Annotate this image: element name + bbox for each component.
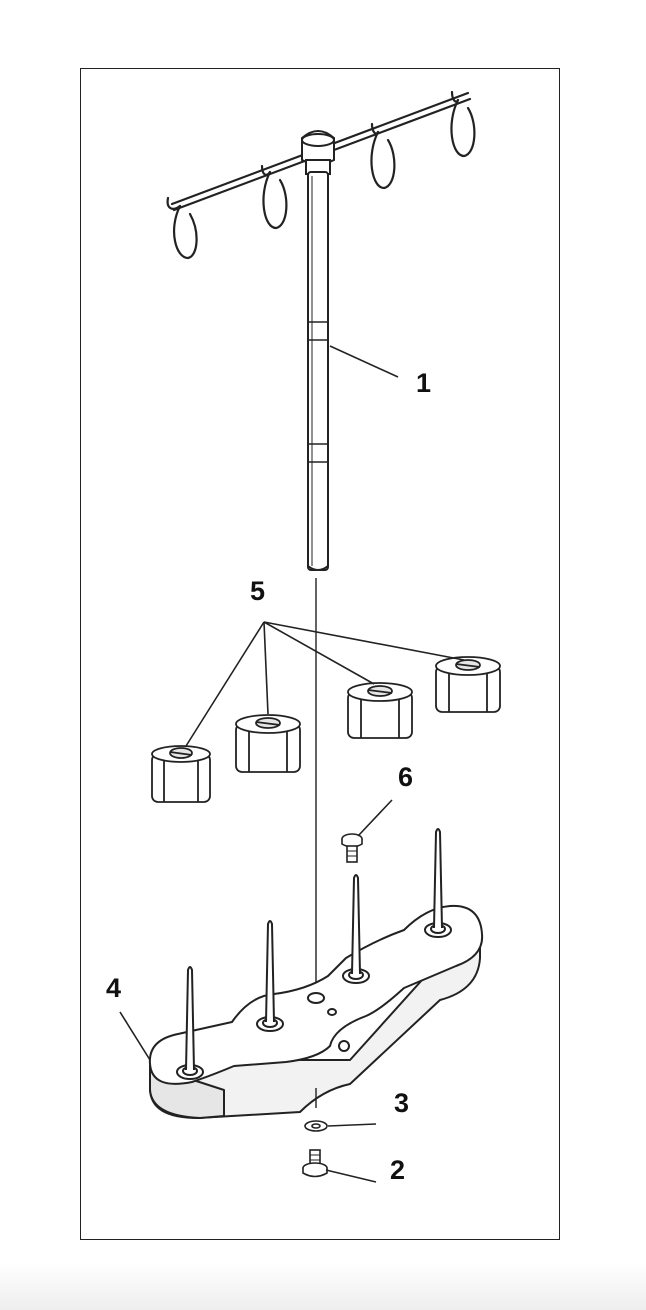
pole-socket <box>307 992 325 1004</box>
callout-5: 5 <box>250 576 265 606</box>
spindle-2 <box>256 920 284 1032</box>
guide-loop-3 <box>370 130 396 190</box>
callout-1: 1 <box>416 368 431 398</box>
guide-loop-4 <box>450 98 476 158</box>
base-screw <box>302 1149 328 1178</box>
thread-stand-pole <box>301 130 335 571</box>
mounting-screw <box>341 833 363 863</box>
callout-1-leader <box>329 345 399 378</box>
washer <box>304 1120 328 1132</box>
spindle-1 <box>176 966 204 1080</box>
callout-6-leader <box>357 799 393 837</box>
spool-caps <box>151 656 501 803</box>
thread-stand-base <box>148 828 484 1119</box>
spindle-3 <box>342 874 370 984</box>
callout-3: 3 <box>394 1088 409 1118</box>
callout-4-leader <box>119 1011 151 1061</box>
callout-3-leader <box>327 1123 377 1127</box>
callout-5-leaders <box>185 621 465 747</box>
callout-4: 4 <box>106 973 121 1003</box>
guide-loop-2 <box>262 170 288 230</box>
callout-2-leader <box>325 1169 377 1183</box>
spool-cap-1 <box>151 745 211 803</box>
screw-hole <box>327 1008 337 1016</box>
spool-cap-3 <box>347 682 413 739</box>
guide-loop-1 <box>172 204 198 260</box>
spool-cap-2 <box>235 714 301 773</box>
callout-6: 6 <box>398 762 413 792</box>
side-screw <box>338 1040 350 1052</box>
page-bottom-strip <box>0 1262 646 1310</box>
callout-2: 2 <box>390 1155 405 1185</box>
spool-cap-4 <box>435 656 501 713</box>
spindle-4 <box>424 828 452 938</box>
